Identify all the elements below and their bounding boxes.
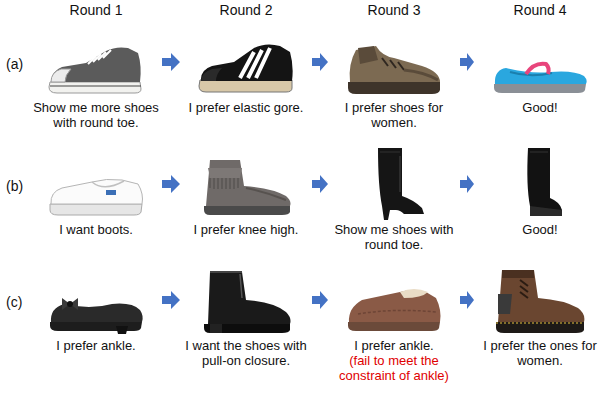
failure-note: (fail to meet the constraint of ankle) — [330, 353, 458, 383]
row-label: (c) — [6, 294, 22, 310]
round-header: Round 3 — [334, 2, 454, 18]
feedback-caption: I prefer ankle. — [32, 338, 160, 353]
block-arrow — [162, 175, 180, 193]
row-label: (b) — [6, 178, 23, 194]
wedge-boot-illustration — [527, 148, 562, 216]
shoe-round-cell: I want the shoes with pull-on closure. — [182, 262, 310, 368]
feedback-caption: I prefer shoes for women. — [330, 100, 458, 130]
block-arrow — [460, 53, 474, 71]
shoe-round-cell: I prefer the ones for women. — [476, 262, 604, 368]
block-arrow — [312, 291, 328, 309]
block-arrow — [312, 53, 328, 71]
block-arrow — [460, 175, 474, 193]
row-label: (a) — [6, 56, 23, 72]
shoe-round-cell: Show me more shoes with round toe. — [32, 24, 160, 130]
moccasin-boot-illustration — [204, 160, 291, 215]
shoe-round-cell: I prefer ankle. — [32, 262, 160, 353]
sneaker-illustration — [49, 47, 141, 93]
shoe-round-cell: I want boots. — [32, 146, 160, 237]
feedback-caption: Show me shoes with round toe. — [330, 222, 458, 252]
feedback-caption: Good! — [476, 222, 604, 237]
shoe-round-cell: Show me shoes with round toe. — [330, 146, 458, 252]
hiking-shoe-illustration — [348, 46, 440, 94]
round-header: Round 4 — [480, 2, 600, 18]
slip-on-illustration — [50, 179, 143, 215]
shoe-round-cell: I prefer shoes for women. — [330, 24, 458, 130]
shoe-round-cell: Good! — [476, 24, 604, 115]
shoe-round-cell: I prefer elastic gore. — [182, 24, 310, 115]
feedback-caption: I prefer the ones for women. — [476, 338, 604, 368]
shoe-round-cell: I prefer ankle.(fail to meet the constra… — [330, 262, 458, 383]
flat-shoe-illustration — [494, 64, 587, 93]
feedback-caption: I want the shoes with pull-on closure. — [182, 338, 310, 368]
work-boot-illustration — [496, 270, 584, 333]
block-arrow — [162, 53, 180, 71]
feedback-caption: I want boots. — [32, 222, 160, 237]
round-header: Round 1 — [36, 2, 156, 18]
loafer-illustration — [50, 298, 143, 334]
ankle-boot-illustration — [204, 272, 291, 333]
shoe-round-cell: I prefer knee high. — [182, 146, 310, 237]
feedback-caption: I prefer ankle. — [330, 338, 458, 353]
round-header: Round 2 — [186, 2, 306, 18]
block-arrow — [460, 291, 474, 309]
block-arrow — [312, 175, 328, 193]
block-arrow — [162, 291, 180, 309]
heeled-boot-illustration — [378, 148, 424, 220]
feedback-caption: Show me more shoes with round toe. — [32, 100, 160, 130]
sneaker-illustration — [199, 44, 293, 92]
feedback-caption: I prefer knee high. — [182, 222, 310, 237]
slipper-illustration — [348, 289, 441, 331]
feedback-caption: Good! — [476, 100, 604, 115]
shoe-round-cell: Good! — [476, 146, 604, 237]
feedback-caption: I prefer elastic gore. — [182, 100, 310, 115]
